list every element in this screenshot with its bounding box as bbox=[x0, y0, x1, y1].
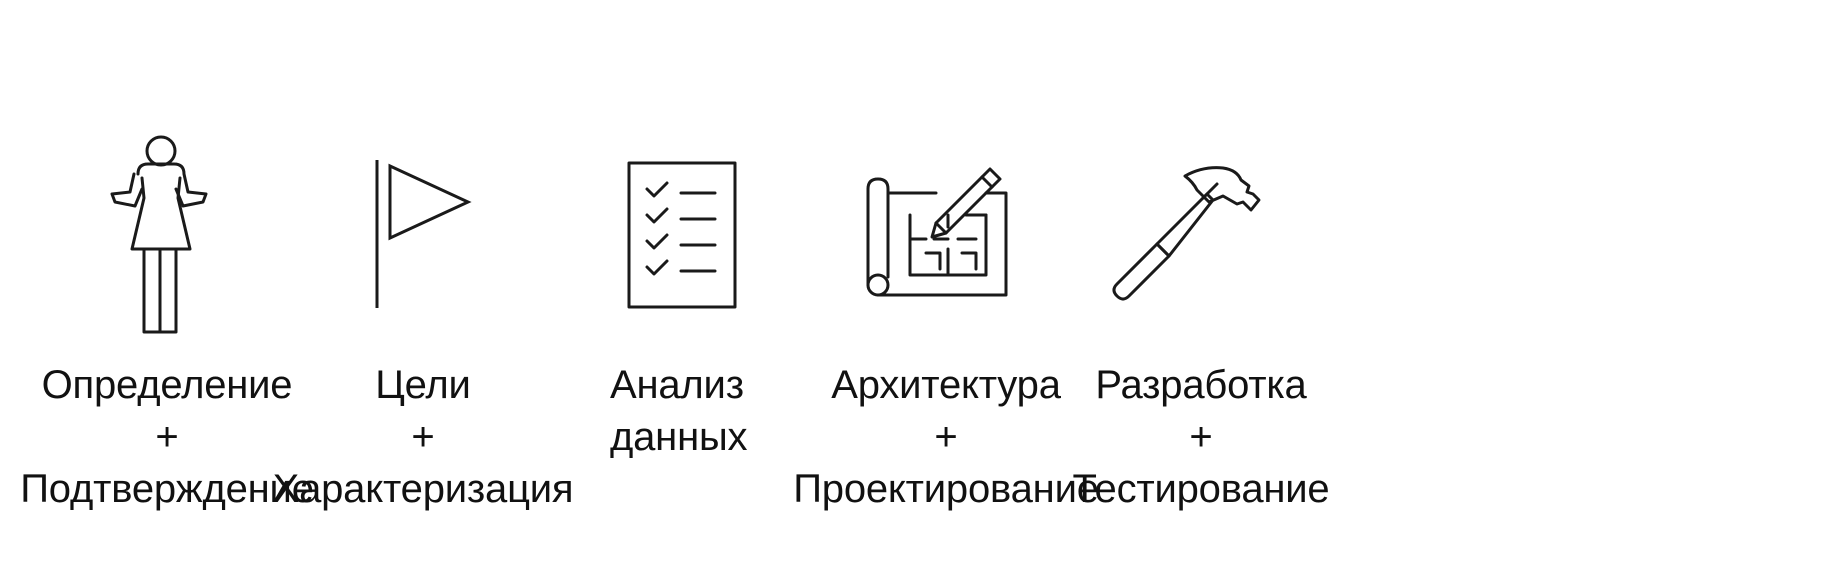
step-1-line-2: + bbox=[155, 415, 179, 459]
step-5-label: Разработка + Тестирование bbox=[1011, 359, 1391, 515]
step-2-line-3: Характеризация bbox=[272, 467, 574, 511]
step-5-line-2: + bbox=[1189, 415, 1213, 459]
step-1-line-1: Определение bbox=[41, 363, 293, 407]
step-5-line-3: Тестирование bbox=[1072, 467, 1330, 511]
step-4-label: Архитектура + Проектирование bbox=[756, 359, 1136, 515]
person-shrugging-icon bbox=[88, 134, 234, 334]
step-1-line-3: Подтверждение bbox=[20, 467, 314, 511]
hammer-icon bbox=[1113, 156, 1279, 306]
flag-icon bbox=[370, 158, 480, 310]
step-2-label: Цели + Характеризация bbox=[233, 359, 613, 515]
step-3-line-2: данных bbox=[610, 415, 748, 459]
step-4-line-1: Архитектура bbox=[831, 363, 1061, 407]
step-2-line-1: Цели bbox=[375, 363, 471, 407]
step-1-label: Определение + Подтверждение bbox=[0, 359, 357, 515]
blueprint-pencil-icon bbox=[866, 165, 1016, 299]
step-4-line-2: + bbox=[934, 415, 958, 459]
step-2-line-2: + bbox=[411, 415, 435, 459]
step-3-label: Анализ данных bbox=[610, 359, 810, 463]
checklist-icon bbox=[627, 161, 737, 309]
step-5-line-1: Разработка bbox=[1095, 363, 1307, 407]
step-4-line-3: Проектирование bbox=[793, 467, 1099, 511]
step-3-line-1: Анализ bbox=[610, 363, 744, 407]
